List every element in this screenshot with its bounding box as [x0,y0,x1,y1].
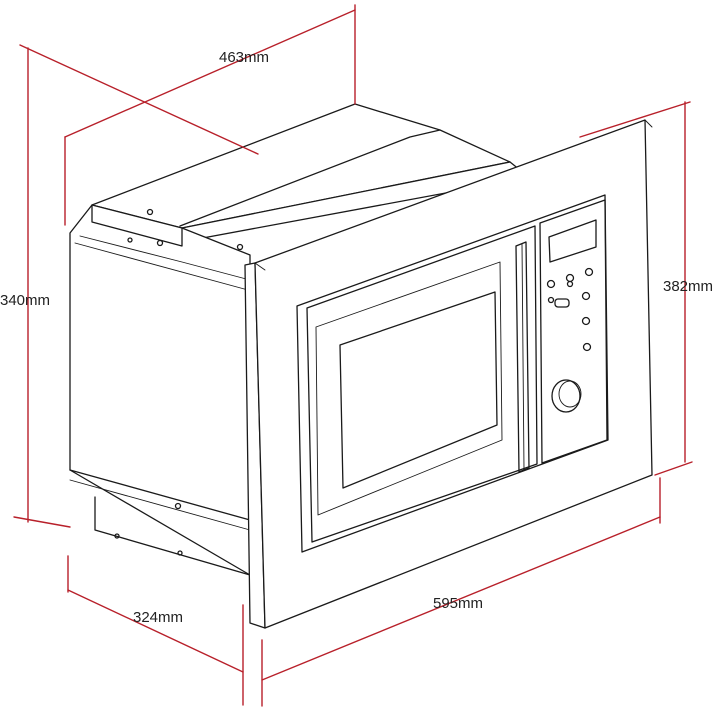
label-depth-top: 463mm [219,49,269,66]
button-6 [582,342,592,352]
dim-height-left-foot [13,516,71,528]
dim-depth-top-guide-left [19,44,259,155]
bracket-screw-2 [177,550,183,556]
top-screw-4 [127,237,133,243]
door-handle-inner [521,243,525,471]
side-bottom-rail-mid [69,479,251,531]
button-7 [566,280,574,288]
frame-corner-tr [644,119,653,128]
door-handle [515,241,530,473]
door-window-outer [315,261,503,516]
side-bottom-bracket [94,496,251,576]
cabinet-side [69,204,251,576]
frame-corner-tl [254,262,266,271]
dimension-labels: 463mm 340mm 382mm 324mm 595mm [0,49,713,626]
door-window [339,291,498,489]
side-top-edge [74,242,249,291]
label-width-front: 595mm [433,595,483,612]
button-1 [546,279,556,289]
door-inner-border [306,225,538,543]
display-screen [548,219,597,263]
top-screw-1 [146,208,154,216]
label-depth-bottom: 324mm [133,609,183,626]
button-3 [584,267,594,277]
dim-height-right-top [579,101,691,138]
button-4 [581,291,591,301]
button-8 [547,296,555,304]
side-top-lip-inner [79,235,251,281]
button-5 [581,316,591,326]
dim-depth-top-line [64,9,356,138]
dim-height-right-bottom [654,461,693,476]
button-start [554,298,570,308]
top-screw-3 [156,239,164,247]
dimension-lines [13,4,693,707]
control-knob [551,379,582,413]
control-panel [539,199,608,464]
side-bottom-rail-top [69,469,251,521]
control-buttons [546,267,594,352]
top-center-seam [179,129,441,227]
side-top-lip [91,204,183,247]
bracket-screw-1 [114,533,120,539]
side-screw [174,502,182,510]
microwave-body [69,103,653,629]
top-screw-2 [236,243,244,251]
label-height-right: 382mm [663,278,713,295]
label-height-left: 340mm [0,292,50,309]
dim-width-front-line [261,516,661,681]
dim-depth-bottom-line [67,589,244,673]
